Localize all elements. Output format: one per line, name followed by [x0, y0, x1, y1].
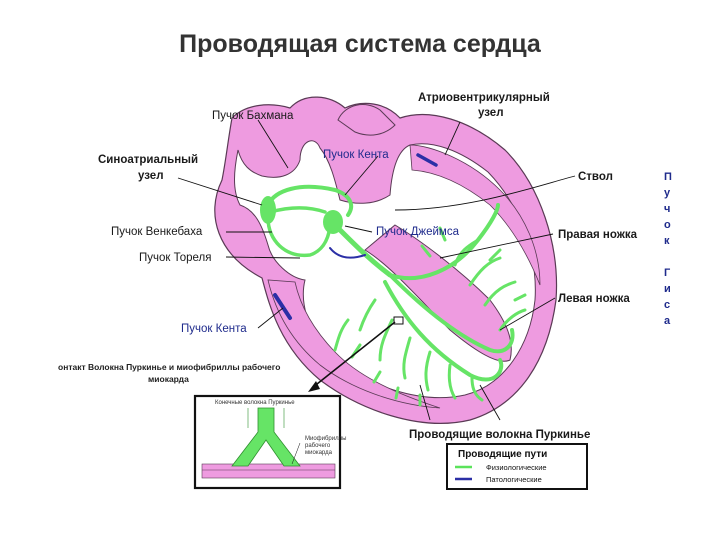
his-letter: П: [664, 171, 672, 183]
his-letter: Г: [664, 267, 671, 279]
label-sa-node-1: Синоатриальный: [98, 154, 198, 166]
left-bundle-branch-2: [383, 280, 504, 382]
detail-marker: [393, 316, 404, 325]
inset-side-1: Миофибриллы: [305, 436, 346, 442]
label-av-node-2: узел: [478, 107, 504, 119]
right-bundle-branch: [388, 203, 500, 281]
label-contact-2: миокарда: [148, 374, 189, 384]
james-bundle: [329, 247, 366, 259]
legend-item-physiological: Физиологические: [486, 463, 547, 472]
label-trunk: Ствол: [578, 171, 613, 183]
legend: Проводящие пути Физиологические Патологи…: [446, 443, 588, 490]
label-contact-1: онтакт Волокна Пуркинье и миофибриллы ра…: [58, 362, 280, 372]
pathological-paths: [273, 153, 438, 320]
label-james: Пучок Джеймса: [376, 226, 460, 238]
purkinje-fibers: [333, 226, 527, 407]
inset-title: Конечные волокна Пуркинье: [215, 400, 295, 406]
thorel-bundle: [266, 216, 332, 257]
sa-node: [260, 196, 276, 224]
his-letter: а: [664, 315, 671, 327]
label-right-branch: Правая ножка: [558, 229, 638, 241]
label-kent-top: Пучок Кента: [323, 149, 389, 161]
inset-side-2: рабочего: [305, 443, 331, 449]
his-letter: о: [664, 219, 671, 231]
his-letter: у: [664, 187, 671, 199]
his-letter: с: [664, 299, 670, 311]
heart-outline: [214, 96, 558, 424]
av-node: [323, 210, 343, 234]
bachmann-bundle: [266, 184, 354, 217]
inset-side-3: миокарда: [305, 450, 333, 456]
diagram-title: Проводящая система сердца: [179, 30, 541, 58]
label-purkinje: Проводящие волокна Пуркинье: [409, 429, 590, 441]
label-bachmann: Пучок Бахмана: [212, 110, 294, 122]
label-thorel: Пучок Тореля: [139, 252, 212, 264]
great-vessel: [337, 104, 396, 136]
conduction-system: [260, 184, 527, 407]
inset-purkinje-detail: Конечные волокна Пуркинье Миофибриллы ра…: [193, 394, 346, 490]
label-left-branch: Левая ножка: [558, 293, 630, 305]
label-sa-node-2: узел: [138, 170, 164, 182]
legend-title: Проводящие пути: [458, 449, 547, 460]
label-kent-bottom: Пучок Кента: [181, 323, 247, 335]
his-letter: и: [664, 283, 671, 295]
leader-lines: [177, 119, 576, 421]
label-his-vertical: П у ч о к Г и с а: [664, 171, 672, 327]
septum: [364, 224, 512, 362]
detail-arrow: [311, 321, 396, 389]
kent-bundle-top: [416, 153, 438, 167]
his-letter: ч: [664, 203, 670, 215]
left-ventricle-wall: [267, 279, 441, 409]
label-wenckebach: Пучок Венкебаха: [111, 226, 203, 238]
his-letter: к: [664, 235, 670, 247]
legend-item-pathological: Патологические: [486, 475, 542, 484]
kent-bundle-bottom: [273, 293, 292, 320]
his-bundle: [332, 222, 393, 278]
detail-arrowhead: [308, 381, 320, 392]
label-av-node-1: Атриовентрикулярный: [418, 92, 550, 104]
left-bundle-branch: [388, 273, 515, 354]
